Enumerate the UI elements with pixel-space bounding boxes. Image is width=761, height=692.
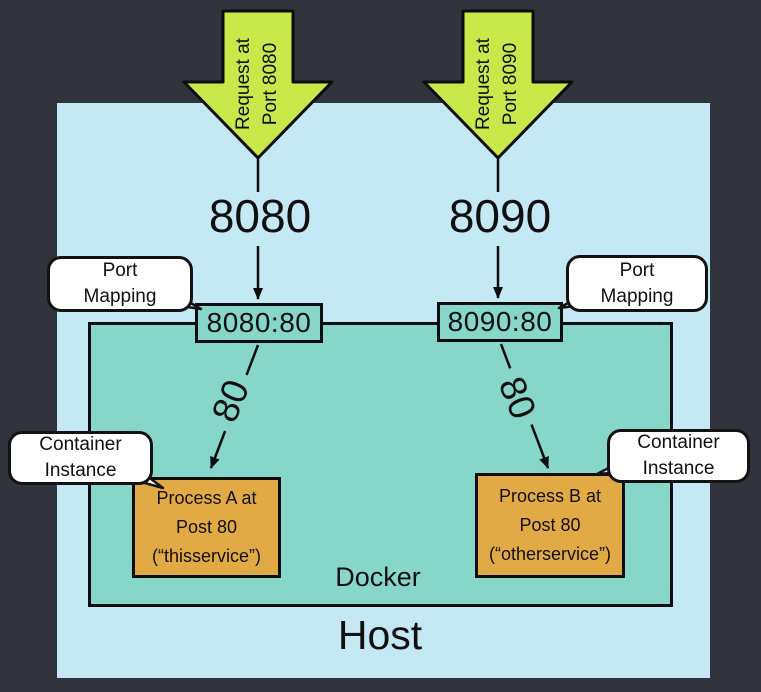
request-arrow-8080-label: Request at Port 8080 [230,9,286,159]
request-arrow-8090-line1: Request at [473,38,494,130]
external-port-label-8080: 8080 [208,190,312,242]
external-port-label-8090: 8090 [448,190,552,242]
container-instance-bubble-left: Container Instance [8,431,153,485]
port-mapping-box-8090: 8090:80 [437,302,563,342]
process-b-line1: Process B at [498,486,602,506]
host-label: Host [337,612,423,658]
process-a-line2: Post 80 [175,517,238,537]
container-instance-bubble-left-line2: Instance [44,460,117,481]
request-arrow-8090-line2: Port 8090 [500,42,521,126]
port-mapping-bubble-right-line1: Port [619,259,655,281]
process-b-line2: Post 80 [519,515,581,535]
container-instance-bubble-right-line1: Container [637,432,720,453]
process-box-a: Process A at Post 80 (“thisservice”) [132,477,281,578]
container-instance-bubble-right: Container Instance [607,429,750,483]
process-a-line3: (“thisservice”) [151,546,261,566]
request-arrow-8080-line2: Port 8080 [260,42,281,126]
container-instance-bubble-left-line1: Container [39,434,122,455]
port-mapping-box-8080: 8080:80 [195,303,323,343]
port-mapping-bubble-right-line2: Mapping [600,285,674,307]
port-mapping-bubble-left-line1: Port [102,260,138,281]
process-b-line3: (“otherservice”) [488,544,612,564]
process-box-b: Process B at Post 80 (“otherservice”) [475,473,625,578]
docker-label: Docker [335,562,421,592]
port-mapping-bubble-left-line2: Mapping [83,286,157,307]
container-instance-bubble-right-line2: Instance [642,458,715,479]
port-mapping-bubble-left: Port Mapping [47,256,193,312]
port-mapping-box-8090-label: 8090:80 [447,306,553,337]
request-arrow-8080-line1: Request at [233,38,254,130]
port-mapping-box-8080-label: 8080:80 [206,307,312,338]
request-arrow-8090-label: Request at Port 8090 [470,9,526,159]
port-mapping-bubble-right: Port Mapping [566,255,708,312]
process-a-line1: Process A at [156,488,257,508]
